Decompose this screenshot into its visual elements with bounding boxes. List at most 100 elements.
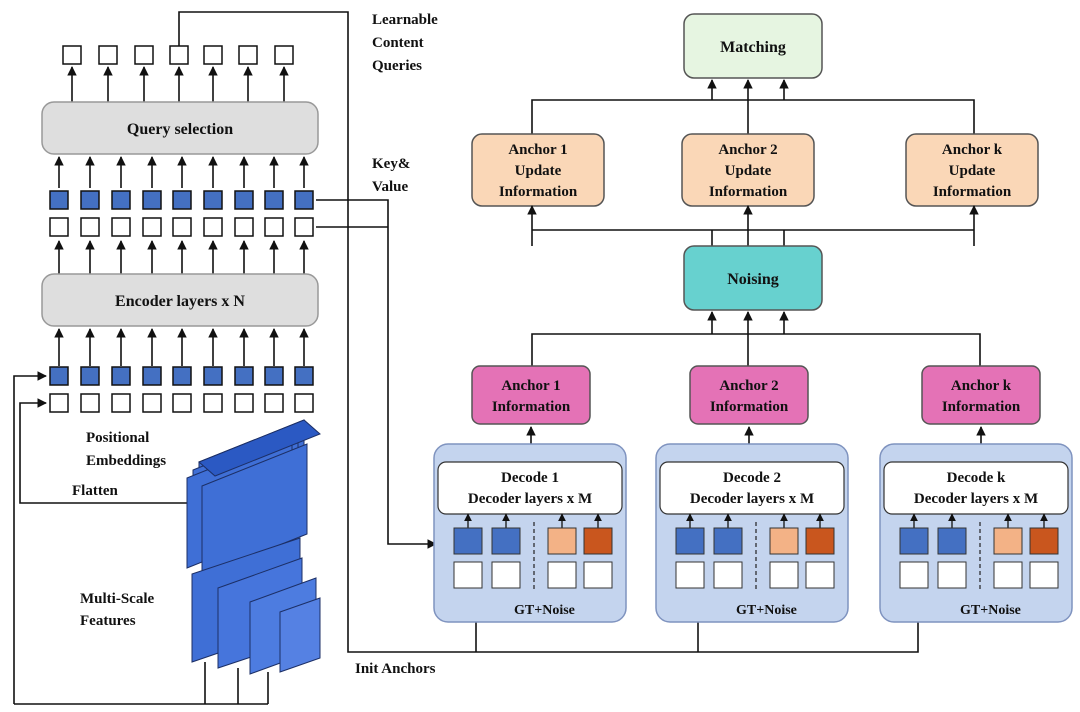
- decoder-query-token: [547, 527, 577, 555]
- update-to-matching-bus: [531, 79, 975, 134]
- anchor-info-box: [921, 365, 1041, 425]
- encoder-input-token-blue: [234, 366, 254, 386]
- anchor-info-box: [689, 365, 809, 425]
- encoder-output-token-blue: [80, 190, 100, 210]
- anchor-update-text: Anchor 2: [718, 142, 777, 158]
- decoder-panel: Decode 2 Decoder layers x M GT+Noise: [655, 426, 849, 623]
- encoder-output-token-white: [111, 217, 131, 237]
- anchor-update-text: Update: [725, 163, 772, 179]
- encoder-input-token-white: [172, 393, 192, 413]
- gt-noise-label: GT+Noise: [514, 603, 575, 618]
- decoder-query-token: [453, 527, 483, 555]
- query-selection-box: [41, 101, 319, 155]
- decoder-query-token: [993, 527, 1023, 555]
- encoder-output-token-blue: [49, 190, 69, 210]
- encoder-input-token-white: [203, 393, 223, 413]
- decoder-layers-box: [659, 461, 845, 515]
- decoder-anchor-token: [491, 561, 521, 589]
- encoder-output-arrows: [54, 240, 309, 274]
- learnable-queries-line: [178, 11, 923, 653]
- init-anchors-label: Init Anchors: [355, 661, 436, 677]
- gt-noise-label: GT+Noise: [736, 603, 797, 618]
- encoder-output-token-white: [49, 217, 69, 237]
- query-output-token: [134, 45, 154, 65]
- encoder-input-arrows: [54, 328, 309, 366]
- encoder-output-token-blue: [111, 190, 131, 210]
- encoder-input-token-white: [234, 393, 254, 413]
- encoder-input-token-blue: [294, 366, 314, 386]
- encoder-output-token-blue: [264, 190, 284, 210]
- multi-scale-features: [191, 537, 321, 675]
- multiscale-label-line2: Features: [80, 613, 136, 629]
- query-output-token: [62, 45, 82, 65]
- anchor-info-box: [471, 365, 591, 425]
- noising-label: Noising: [727, 271, 779, 288]
- encoder-input-token-blue: [80, 366, 100, 386]
- query-output-arrows: [67, 66, 289, 102]
- key-value-label-line1: Key&: [372, 156, 410, 172]
- encoder-output-token-white: [234, 217, 254, 237]
- positional-embeddings-line: [19, 398, 190, 504]
- key-value-line-upper: [316, 199, 437, 549]
- matching-label: Matching: [720, 39, 786, 56]
- key-value-label-line2: Value: [372, 179, 408, 195]
- decoder-title: Decode 1: [501, 470, 559, 486]
- positional-embeddings-stack: [186, 419, 321, 577]
- encoder-input-token-white: [49, 393, 69, 413]
- encoder-output-token-blue: [294, 190, 314, 210]
- decoder-anchor-token: [899, 561, 929, 589]
- anchor-info-text: Information: [710, 399, 789, 415]
- learnable-label-line2: Content: [372, 35, 424, 51]
- anchor-update-text: Anchor 1: [508, 142, 567, 158]
- encoder-input-token-white: [142, 393, 162, 413]
- query-output-token: [238, 45, 258, 65]
- decoder-layers-text: Decoder layers x M: [690, 491, 814, 507]
- encoder-input-token-blue: [142, 366, 162, 386]
- encoder-input-token-blue: [111, 366, 131, 386]
- encoder-output-token-white: [203, 217, 223, 237]
- encoder-input-token-blue: [264, 366, 284, 386]
- anchor-info-text: Anchor k: [951, 378, 1012, 394]
- encoder-layers-box: [41, 273, 319, 327]
- decoder-anchor-token: [453, 561, 483, 589]
- decoder-layers-box: [437, 461, 623, 515]
- decoder-anchor-token: [769, 561, 799, 589]
- learnable-label-line3: Queries: [372, 58, 422, 74]
- positional-label-line2: Embeddings: [86, 453, 166, 469]
- decoder-anchor-token: [675, 561, 705, 589]
- encoder-output-token-blue: [203, 190, 223, 210]
- gt-noise-label: GT+Noise: [960, 603, 1021, 618]
- decoder-anchor-token: [583, 561, 613, 589]
- decoder-query-token: [491, 527, 521, 555]
- flatten-to-tokens-line: [13, 371, 47, 704]
- feature-bus: [14, 662, 269, 705]
- decoder-query-token: [713, 527, 743, 555]
- learnable-label-line1: Learnable: [372, 12, 438, 28]
- noising-box: [683, 245, 823, 311]
- decoder-anchor-token: [1029, 561, 1059, 589]
- noising-to-update-bus: [527, 205, 979, 246]
- decoder-query-token: [937, 527, 967, 555]
- encoder-output-token-white: [264, 217, 284, 237]
- encoder-input-token-blue: [172, 366, 192, 386]
- decoder-title: Decode 2: [723, 470, 781, 486]
- anchor-info-text: Anchor 1: [501, 378, 560, 394]
- encoder-output-token-blue: [142, 190, 162, 210]
- encoder-input-token-white: [294, 393, 314, 413]
- encoder-output-token-white: [80, 217, 100, 237]
- anchor-update-text: Update: [515, 163, 562, 179]
- anchor-info-text: Information: [492, 399, 571, 415]
- encoder-input-token-blue: [49, 366, 69, 386]
- decoder-query-token: [769, 527, 799, 555]
- multiscale-label-line1: Multi-Scale: [80, 591, 154, 607]
- decoder-query-token: [805, 527, 835, 555]
- decoder-layers-box: [883, 461, 1069, 515]
- decoder-anchor-token: [937, 561, 967, 589]
- query-selection-input-arrows: [54, 156, 309, 188]
- encoder-input-token-blue: [203, 366, 223, 386]
- query-output-token: [274, 45, 294, 65]
